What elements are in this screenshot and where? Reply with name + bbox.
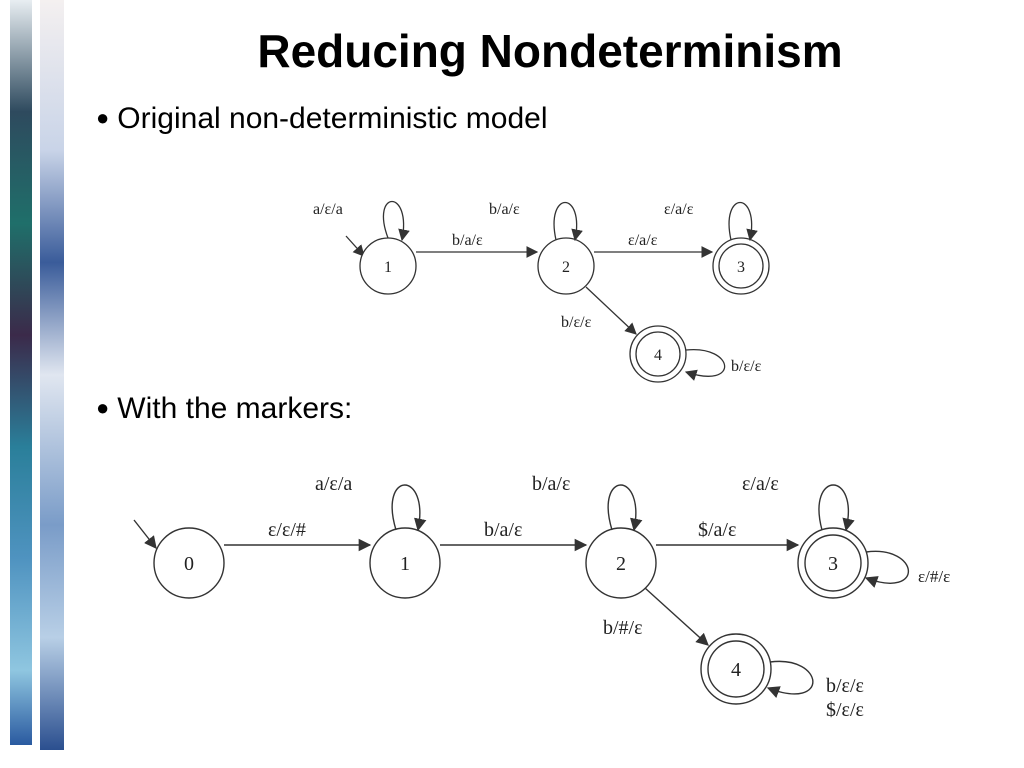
state-4-accept-ring	[707, 640, 765, 698]
edge-2-4	[585, 286, 637, 335]
state-label: 1	[384, 259, 392, 276]
bullet-original-model: ● Original non-deterministic model	[96, 102, 547, 136]
state-label: 1	[400, 553, 410, 575]
state-3-accept-ring	[718, 243, 764, 289]
loop-3	[728, 201, 758, 242]
bullet-marker: ●	[96, 395, 110, 420]
edge-label: b/ε/ε	[826, 675, 864, 697]
loop-1	[382, 201, 410, 242]
edge-label: ε/a/ε	[628, 232, 658, 249]
state-2	[537, 237, 595, 295]
slide-title: Reducing Nondeterminism	[257, 25, 843, 77]
state-label: 2	[562, 259, 570, 276]
start-arrow	[345, 235, 365, 257]
state-3-accept-ring	[804, 534, 862, 592]
loop-3-top	[818, 484, 855, 532]
edge-label: ε/#/ε	[918, 567, 950, 586]
edge-2-4	[644, 587, 709, 646]
state-1	[369, 527, 441, 599]
state-2	[585, 527, 657, 599]
automaton-with-markers	[133, 484, 910, 705]
state-label: 4	[731, 659, 741, 681]
state-3	[797, 527, 869, 599]
original-nondeterministic-automaton	[345, 201, 770, 383]
loop-4	[684, 349, 726, 381]
bullet-text: With the markers:	[117, 392, 353, 425]
state-label: 2	[616, 553, 626, 575]
edge-label: b/a/ε	[484, 519, 522, 541]
decorative-side-strip	[10, 0, 64, 750]
edge-label: b/ε/ε	[561, 314, 592, 331]
edge-label: b/#/ε	[603, 617, 643, 639]
loop-2	[553, 201, 583, 242]
state-label: 4	[654, 347, 662, 364]
edge-label: $/a/ε	[698, 519, 736, 541]
state-3	[712, 237, 770, 295]
edge-label: $/ε/ε	[826, 699, 864, 721]
bullet-with-markers: ● With the markers:	[96, 392, 352, 426]
bullet-marker: ●	[96, 105, 110, 130]
state-4-accept-ring	[635, 331, 681, 377]
loop-3-right	[864, 550, 910, 588]
edge-label: b/a/ε	[489, 201, 520, 218]
edge-label: ε/a/ε	[742, 473, 779, 495]
edge-label: ε/ε/#	[268, 519, 306, 541]
state-4	[700, 633, 772, 705]
loop-2	[607, 484, 643, 532]
loop-4	[766, 660, 814, 698]
bullet-text: Original non-deterministic model	[117, 102, 548, 135]
edge-label: b/a/ε	[452, 232, 483, 249]
edge-label: a/ε/a	[315, 473, 352, 495]
state-label: 0	[184, 553, 194, 575]
state-label: 3	[828, 553, 838, 575]
state-label: 3	[737, 259, 745, 276]
state-0	[153, 527, 225, 599]
edge-label: b/a/ε	[532, 473, 570, 495]
edge-label: ε/a/ε	[664, 201, 694, 218]
edge-label: b/ε/ε	[731, 358, 762, 375]
start-arrow	[133, 519, 157, 549]
loop-1	[391, 484, 427, 532]
state-4	[629, 325, 687, 383]
edge-label: a/ε/a	[313, 201, 343, 218]
